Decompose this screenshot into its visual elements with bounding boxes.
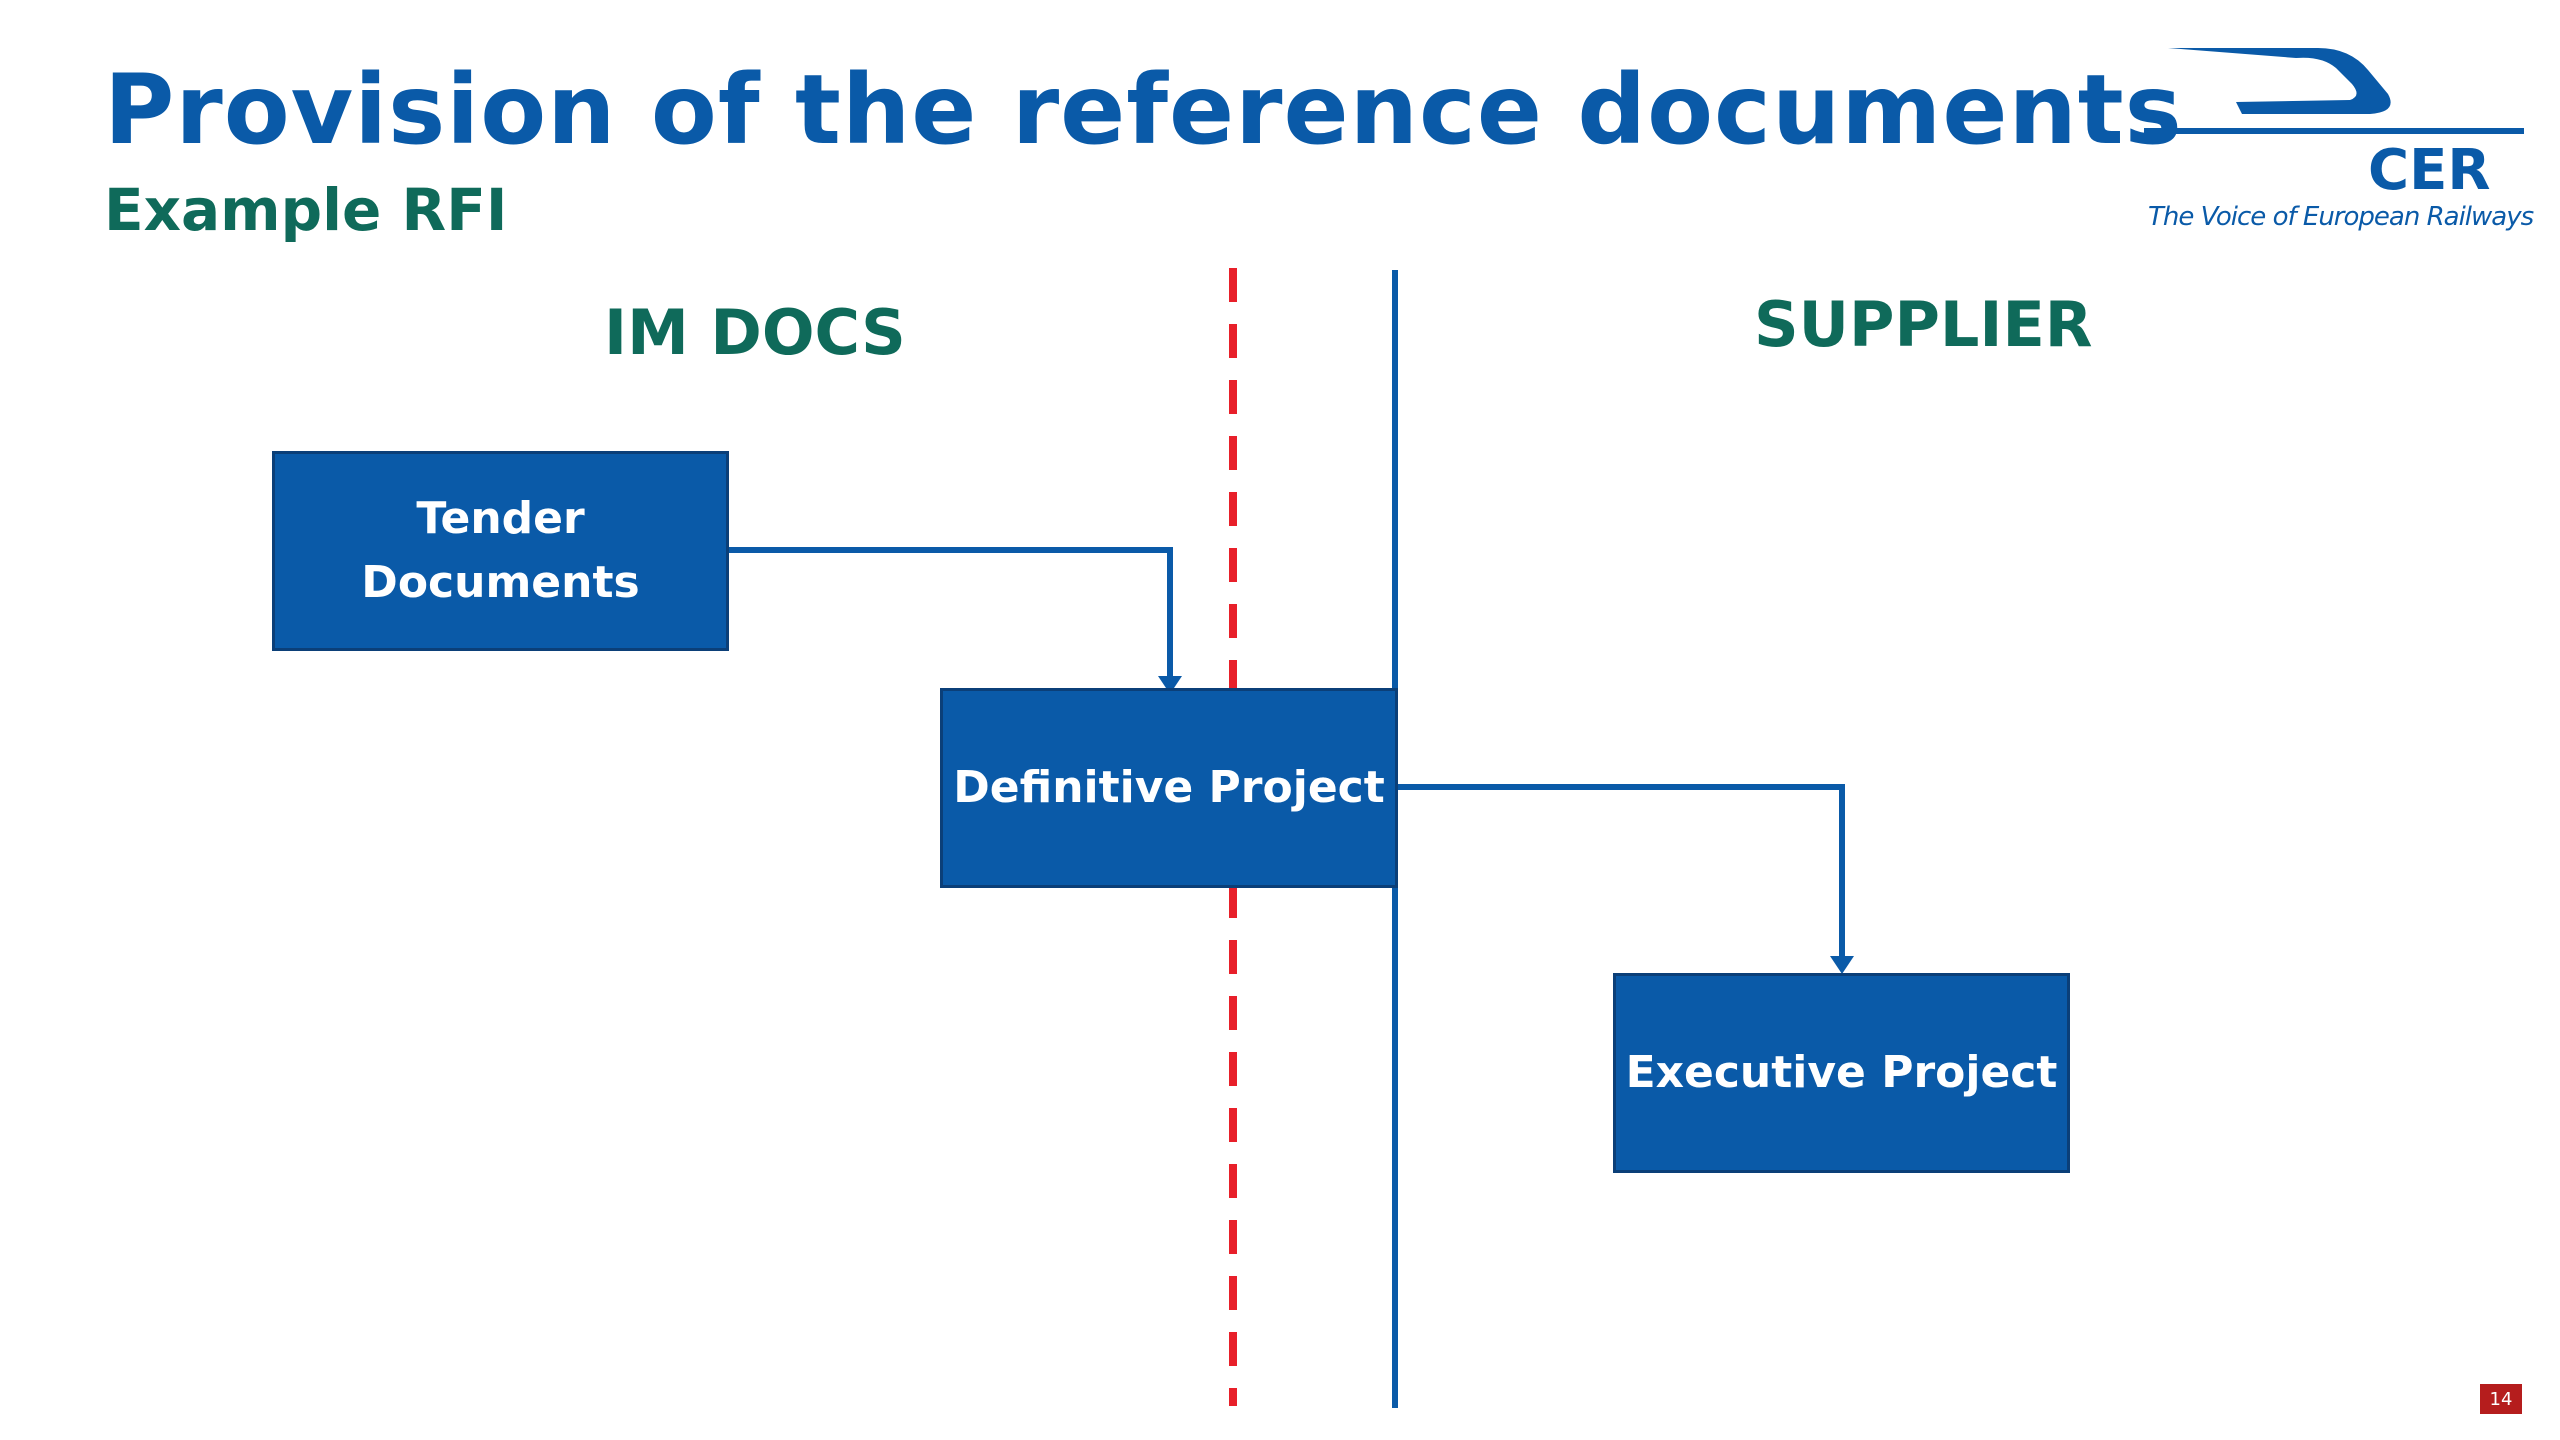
page-number-badge: 14 bbox=[2480, 1384, 2522, 1414]
node-tender-line-1: Tender bbox=[416, 493, 585, 545]
page-subtitle: Example RFI bbox=[104, 176, 508, 244]
connector-tender-to-definitive bbox=[727, 547, 1173, 680]
arrowhead-icon bbox=[1830, 956, 1854, 974]
node-executive-label: Executive Project bbox=[1625, 1047, 2058, 1099]
node-definitive-project: Definitive Project bbox=[940, 688, 1398, 888]
node-definitive-label: Definitive Project bbox=[953, 762, 1385, 814]
node-tender-line-2: Documents bbox=[361, 557, 640, 608]
cer-logo-name: CER bbox=[2368, 138, 2491, 203]
arrowhead-icon bbox=[1158, 676, 1182, 694]
page-title: Provision of the reference documents bbox=[104, 54, 2183, 166]
node-executive-project: Executive Project bbox=[1613, 973, 2070, 1173]
node-tender-documents: Tender Documents bbox=[272, 451, 729, 651]
column-label-im-docs: IM DOCS bbox=[604, 296, 906, 369]
cer-logo-tagline: The Voice of European Railways bbox=[2148, 202, 2534, 232]
connector-definitive-to-executive bbox=[1397, 784, 1845, 958]
column-label-supplier: SUPPLIER bbox=[1754, 288, 2093, 361]
